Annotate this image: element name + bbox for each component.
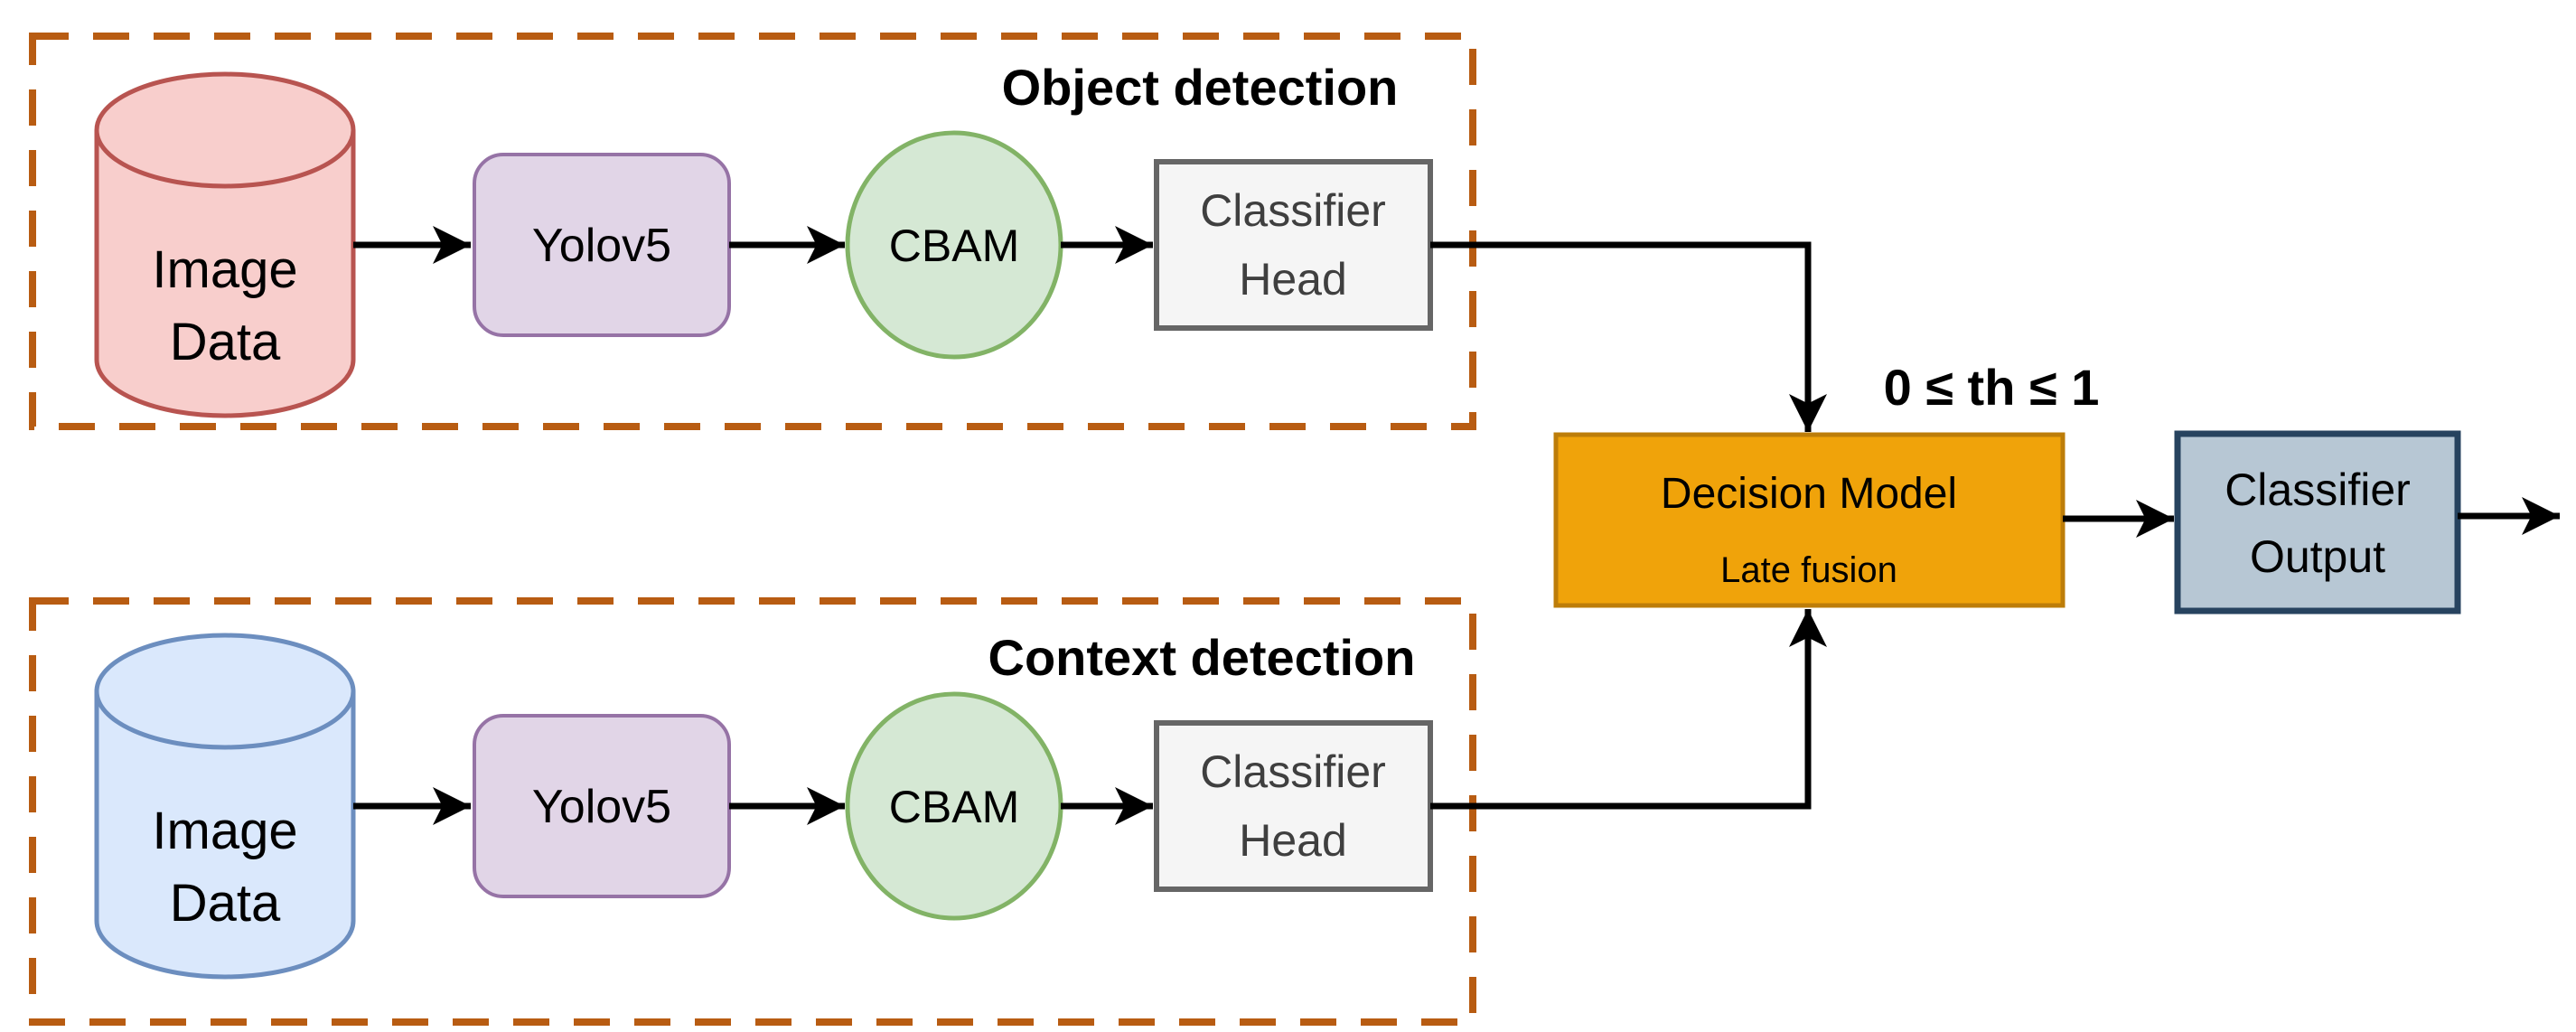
classifier-head-label-line2: Head: [1239, 254, 1347, 305]
classifier-output-label-line2: Output: [2250, 531, 2385, 582]
object-detection-group: Object detection Image Data Yolov5 CBAM …: [29, 33, 1476, 430]
classifier-output-label-line1: Classifier: [2225, 464, 2411, 515]
decision-model-label-line1: Decision Model: [1661, 470, 1957, 518]
image-data-cylinder-red: Image Data: [94, 71, 356, 418]
decision-model-label-line2: Late fusion: [1720, 550, 1897, 590]
cbam-label: CBAM: [889, 782, 1019, 832]
classifier-head-label-line1: Classifier: [1200, 746, 1386, 797]
yolov5-node: Yolov5: [473, 153, 731, 337]
classifier-output-box: [2174, 430, 2461, 615]
threshold-label: 0 ≤ th ≤ 1: [1884, 359, 2100, 416]
cylinder-rim: [94, 690, 356, 750]
classifier-head-box: [1154, 159, 1433, 331]
edge-head-bottom-to-decision: [1430, 609, 1827, 810]
edges-group: [353, 226, 2560, 825]
yolov5-node: Yolov5: [473, 714, 731, 898]
decision-model-node: Decision Model Late fusion: [1553, 432, 2065, 608]
image-data-label-line1: Image: [152, 240, 297, 299]
classifier-head-label-line2: Head: [1239, 815, 1347, 866]
classifier-head-label-line1: Classifier: [1200, 185, 1386, 236]
object-detection-dashed-border: [29, 33, 1476, 430]
cbam-node: CBAM: [845, 130, 1063, 360]
object-detection-title: Object detection: [1002, 59, 1399, 116]
classifier-head-box: [1154, 720, 1433, 892]
yolov5-label: Yolov5: [532, 781, 671, 833]
fusion-group: 0 ≤ th ≤ 1 Decision Model Late fusion Cl…: [1553, 359, 2461, 615]
edge-head-top-to-decision: [1430, 241, 1827, 432]
cbam-label: CBAM: [889, 220, 1019, 271]
image-data-cylinder-blue: Image Data: [94, 633, 356, 980]
classifier-head-node: Classifier Head: [1154, 159, 1433, 331]
image-data-label-line2: Data: [170, 874, 281, 933]
image-data-label-line1: Image: [152, 802, 297, 860]
cbam-node: CBAM: [845, 691, 1063, 921]
decision-model-box: [1553, 432, 2065, 608]
context-detection-title: Context detection: [988, 629, 1416, 686]
cylinder-rim: [94, 129, 356, 189]
context-detection-dashed-border: [29, 597, 1476, 1026]
cylinder-body: [94, 633, 356, 980]
context-detection-group: Context detection Image Data Yolov5 CBAM…: [29, 597, 1476, 1026]
classifier-output-node: Classifier Output: [2174, 430, 2461, 615]
image-data-label-line2: Data: [170, 313, 281, 371]
cylinder-body: [94, 71, 356, 418]
yolov5-label: Yolov5: [532, 220, 671, 272]
classifier-head-node: Classifier Head: [1154, 720, 1433, 892]
